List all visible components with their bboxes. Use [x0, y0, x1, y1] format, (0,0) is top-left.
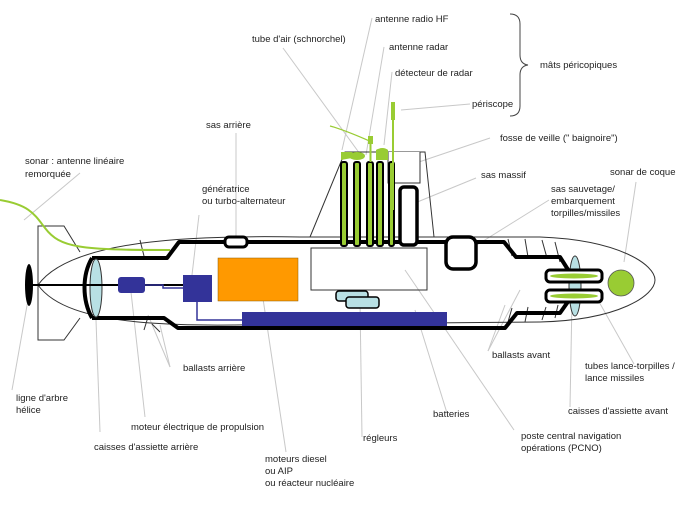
bow-sonar — [607, 269, 635, 297]
label-batteries: batteries — [433, 409, 470, 420]
label-caisses-arriere: caisses d'assiette arrière — [94, 442, 198, 453]
mast-brace — [509, 13, 529, 117]
torpedo-tubes — [544, 268, 604, 304]
label-mats-periscopiques: mâts péricopiques — [540, 60, 617, 71]
diesel-engine — [217, 257, 299, 302]
towed-sonar-array — [0, 199, 171, 251]
batteries-block — [242, 312, 447, 326]
label-ligne-arbre-1: ligne d'arbre — [16, 393, 68, 404]
label-ballasts-arriere: ballasts arrière — [183, 363, 245, 374]
label-moteur-electrique: moteur électrique de propulsion — [131, 422, 264, 433]
rescue-hatch — [444, 235, 478, 271]
label-generatrice-2: ou turbo-alternateur — [202, 196, 285, 207]
aft-bulkhead — [82, 256, 94, 319]
label-sonar-remorque-1: sonar : antenne linéaire — [25, 156, 124, 167]
aft-dome — [89, 258, 103, 318]
label-poste-central-2: opérations (PCNO) — [521, 443, 602, 454]
label-tube-air: tube d'air (schnorchel) — [252, 34, 346, 45]
label-fosse-veille: fosse de veille (" baignoire") — [500, 133, 618, 144]
masts — [329, 102, 395, 247]
pcno-room — [310, 247, 428, 291]
label-tubes-1: tubes lance-torpilles / — [585, 361, 675, 372]
leader-lines — [11, 17, 637, 453]
label-sas-massif: sas massif — [481, 170, 526, 181]
generator — [183, 275, 212, 302]
motor-cable — [145, 284, 183, 289]
propeller-icon — [25, 264, 33, 306]
pressure-hull-bottom — [92, 294, 574, 330]
aft-hatch — [223, 235, 249, 249]
tail-fin-upper — [37, 225, 81, 285]
generator-cable — [196, 302, 242, 321]
label-moteurs-1: moteurs diesel — [265, 454, 327, 465]
label-antenne-radar: antenne radar — [389, 42, 448, 53]
label-antenne-radio-hf: antenne radio HF — [375, 14, 449, 25]
label-sonar-remorque-2: remorquée — [25, 169, 71, 180]
tail-fin-lower — [37, 285, 81, 341]
label-periscope: périscope — [472, 99, 513, 110]
label-sas-arriere: sas arrière — [206, 120, 251, 131]
label-detecteur-radar: détecteur de radar — [395, 68, 473, 79]
label-sas-sauvetage-3: torpilles/missiles — [551, 208, 620, 219]
label-caisses-avant: caisses d'assiette avant — [568, 406, 668, 417]
label-generatrice-1: génératrice — [202, 184, 250, 195]
label-moteurs-2: ou AIP — [265, 466, 293, 477]
label-ligne-arbre-2: hélice — [16, 405, 41, 416]
label-ballasts-avant: ballasts avant — [492, 350, 550, 361]
label-sas-sauvetage-2: embarquement — [551, 196, 615, 207]
sail-hatch — [398, 185, 419, 247]
pressure-hull-top — [92, 240, 574, 278]
label-tubes-2: lance missiles — [585, 373, 644, 384]
regleur-tank-2 — [345, 296, 380, 309]
label-sas-sauvetage-1: sas sauvetage/ — [551, 184, 615, 195]
label-sonar-coque: sonar de coque — [610, 167, 676, 178]
fwd-dome — [568, 255, 582, 317]
label-poste-central-1: poste central navigation — [521, 431, 621, 442]
electric-motor — [118, 277, 145, 293]
label-moteurs-3: ou réacteur nucléaire — [265, 478, 354, 489]
label-regleurs: régleurs — [363, 433, 398, 444]
